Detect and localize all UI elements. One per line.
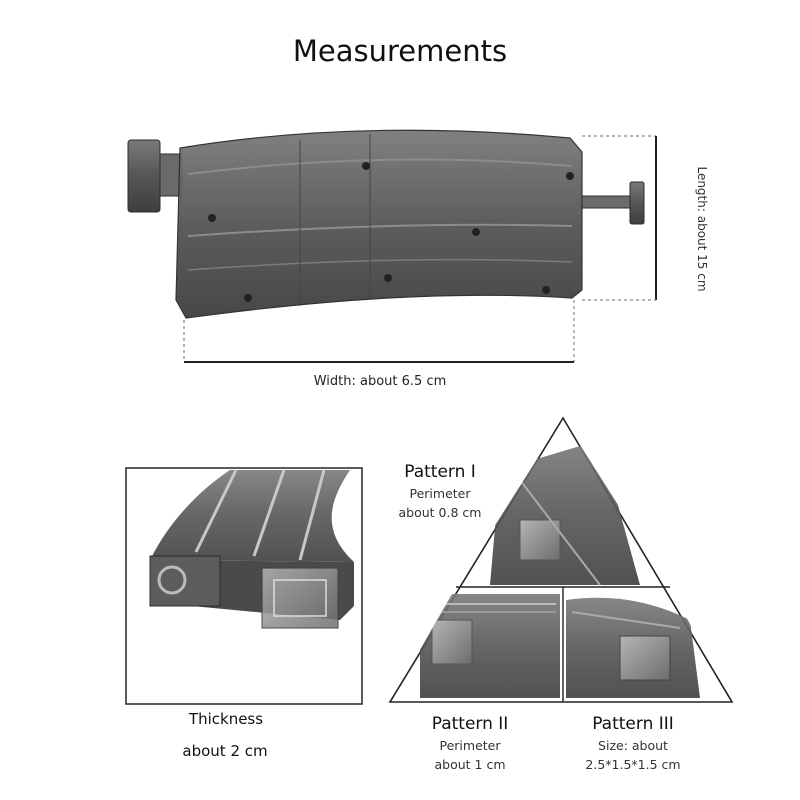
- thickness-value: about 2 cm: [182, 742, 268, 760]
- dimension-lines: [183, 135, 657, 363]
- pattern-1-line2: about 0.8 cm: [398, 505, 482, 520]
- pattern-3-name: Pattern III: [592, 714, 674, 734]
- width-label: Width: about 6.5 cm: [313, 374, 447, 389]
- length-label: Length: about 15 cm: [695, 166, 709, 292]
- pattern-2-line2: about 1 cm: [434, 757, 506, 772]
- thickness-label: Thickness: [188, 710, 264, 728]
- patterns-triangle: [388, 416, 734, 703]
- page-title: Measurements: [292, 34, 508, 68]
- pattern-3-line2: 2.5*1.5*1.5 cm: [585, 757, 681, 772]
- pattern-2-name: Pattern II: [431, 714, 509, 734]
- pattern-3-line1: Size: about: [598, 738, 668, 753]
- pattern-1-name: Pattern I: [404, 462, 476, 482]
- pattern-1-line1: Perimeter: [409, 486, 471, 501]
- pattern-1: Pattern I Perimeter about 0.8 cm: [380, 462, 500, 520]
- thickness-photo: [125, 467, 363, 705]
- pattern-3: Pattern III Size: about 2.5*1.5*1.5 cm: [568, 714, 698, 772]
- pattern-2: Pattern II Perimeter about 1 cm: [410, 714, 530, 772]
- pattern-2-line1: Perimeter: [439, 738, 501, 753]
- loader-side-view: [127, 129, 645, 319]
